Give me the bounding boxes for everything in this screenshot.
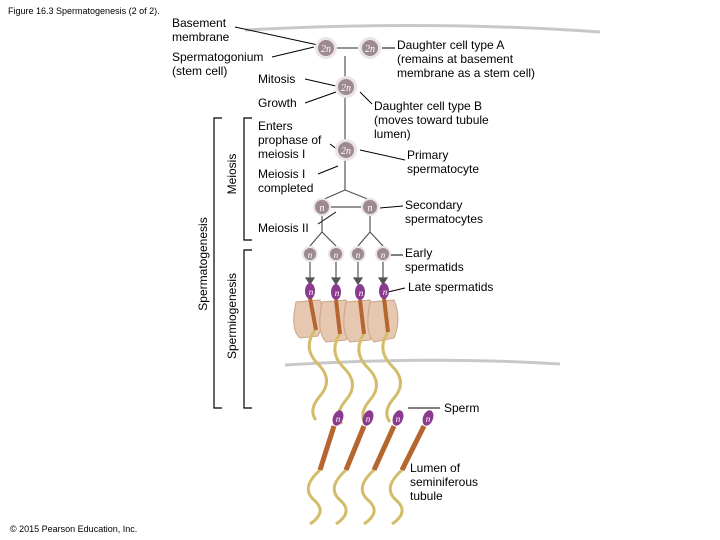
label-lumen: Lumen of seminiferous tubule [410, 461, 479, 503]
sperm-head: n [362, 410, 374, 426]
spermatogonium-cell: 2n [315, 37, 337, 59]
label-daughter-cell-b: Daughter cell type B (moves toward tubul… [374, 99, 489, 141]
cell-label: n [336, 414, 341, 424]
label-sperm: Sperm [444, 401, 480, 415]
sperm-head: n [392, 410, 404, 426]
primary-spermatocyte-cell: 2n [335, 139, 357, 161]
sperm-tails [306, 468, 404, 526]
cell-label: 2n [341, 146, 351, 157]
maturation-arrows [304, 262, 389, 286]
sertoli-cytoplasm [293, 299, 399, 343]
label-early-spermatids: Early spermatids [405, 246, 464, 274]
figure-title: Figure 16.3 Spermatogenesis (2 of 2). [8, 6, 160, 16]
cell-label: n [334, 250, 339, 260]
division-lines [309, 47, 384, 247]
cell-label: 2n [321, 44, 331, 55]
sperm-head: n [422, 410, 434, 426]
cell-label: n [320, 203, 325, 214]
label-daughter-cell-a: Daughter cell type A (remains at basemen… [397, 38, 536, 80]
daughter-cell-type-a: 2n [359, 37, 381, 59]
cell-label: n [368, 203, 373, 214]
label-meiosis-ii: Meiosis II [258, 221, 309, 235]
secondary-spermatocyte-cell: n [313, 198, 331, 216]
cell-label: n [356, 250, 361, 260]
label-meiosis-i-completed: Meiosis I completed [258, 167, 314, 195]
copyright-notice: © 2015 Pearson Education, Inc. [10, 524, 138, 534]
label-mitosis: Mitosis [258, 72, 296, 86]
label-secondary-spermatocytes: Secondary spermatocytes [405, 198, 484, 226]
cell-label: n [366, 414, 371, 424]
cell-label: n [383, 287, 388, 297]
late-spermatid-head: n [355, 284, 365, 300]
cell-label: n [359, 288, 364, 298]
label-enters-prophase: Enters prophase of meiosis I [258, 119, 322, 161]
spermiogenesis-bracket-label: Spermiogenesis [225, 272, 239, 360]
late-spermatid-head: n [379, 283, 389, 299]
early-spermatid-cell: n [350, 246, 366, 262]
cell-label: n [396, 414, 401, 424]
daughter-cell-type-b: 2n [335, 76, 357, 98]
label-growth: Growth [258, 96, 297, 110]
label-late-spermatids: Late spermatids [408, 280, 494, 294]
spermiogenesis-bracket [243, 249, 252, 409]
secondary-spermatocyte-cell: n [361, 198, 379, 216]
cell-label: n [308, 250, 313, 260]
lumen-boundary-line [284, 358, 561, 367]
label-basement-membrane: Basement membrane [172, 16, 230, 44]
late-spermatid-head: n [305, 283, 315, 299]
basement-membrane-line [244, 23, 601, 34]
sperm-midpieces [317, 424, 427, 472]
meiosis-bracket-label: Meiosis [225, 153, 239, 195]
early-spermatid-cell: n [328, 246, 344, 262]
meiosis-bracket [243, 117, 252, 241]
cell-label: 2n [341, 83, 351, 94]
cell-label: n [309, 287, 314, 297]
sperm-head: n [332, 410, 344, 426]
early-spermatid-cell: n [375, 246, 391, 262]
cell-label: n [426, 414, 431, 424]
cell-label: n [381, 250, 386, 260]
spermatogenesis-bracket-label: Spermatogenesis [196, 217, 210, 311]
late-spermatid-tails [307, 329, 402, 425]
cell-label: n [335, 288, 340, 298]
late-spermatid-midpieces [308, 297, 390, 335]
early-spermatid-cell: n [302, 246, 318, 262]
cell-label: 2n [365, 44, 375, 55]
label-spermatogonium: Spermatogonium (stem cell) [172, 50, 264, 78]
label-primary-spermatocyte: Primary spermatocyte [407, 148, 480, 176]
late-spermatid-head: n [331, 284, 341, 300]
spermatogenesis-bracket [213, 117, 222, 409]
